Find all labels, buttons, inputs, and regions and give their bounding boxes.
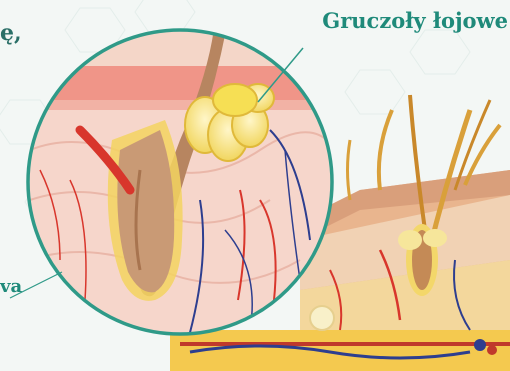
left-text-fragment-bottom: va: [0, 276, 22, 297]
left-text-fragment-top: ę,: [0, 20, 22, 46]
sebaceous-glands-label: Gruczoły łojowe: [322, 8, 508, 33]
